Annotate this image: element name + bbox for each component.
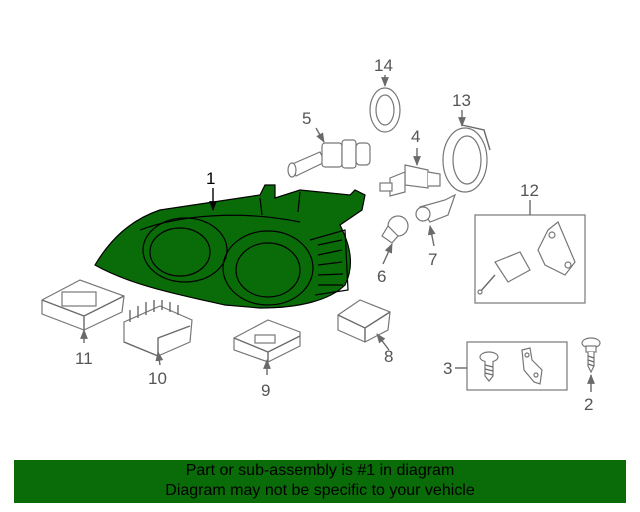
callout-5: 5 bbox=[302, 109, 311, 128]
bulb-socket-7[interactable] bbox=[415, 193, 457, 223]
leveling-motor-12[interactable] bbox=[474, 214, 586, 304]
headlamp-assembly[interactable] bbox=[94, 184, 366, 309]
ballast-housing-11[interactable] bbox=[41, 279, 125, 331]
callout-14: 14 bbox=[374, 56, 393, 75]
bulb-4[interactable] bbox=[379, 164, 441, 197]
leader-lines bbox=[80, 75, 595, 392]
callout-8: 8 bbox=[384, 347, 393, 366]
callout-7: 7 bbox=[428, 250, 437, 269]
screw-2[interactable] bbox=[581, 337, 601, 374]
small-bulb-6[interactable] bbox=[381, 215, 409, 244]
screw-and-bracket-3[interactable] bbox=[466, 341, 568, 391]
callout-12: 12 bbox=[520, 181, 539, 200]
hid-bulb-5[interactable] bbox=[287, 139, 371, 178]
callout-10: 10 bbox=[148, 369, 167, 388]
banner-line-2: Diagram may not be specific to your vehi… bbox=[165, 482, 475, 499]
retaining-ring-13[interactable] bbox=[442, 124, 491, 193]
banner-line-1: Part or sub-assembly is #1 in diagram bbox=[185, 462, 455, 479]
callout-4: 4 bbox=[411, 127, 420, 146]
igniter-10[interactable] bbox=[123, 300, 193, 357]
callout-3: 3 bbox=[443, 359, 452, 378]
callout-1: 1 bbox=[206, 169, 215, 188]
callout-9: 9 bbox=[261, 381, 270, 400]
seal-ring-14[interactable] bbox=[369, 87, 401, 133]
ballast-9[interactable] bbox=[233, 319, 301, 363]
callout-13: 13 bbox=[452, 91, 471, 110]
callout-6: 6 bbox=[377, 267, 386, 286]
control-module-8[interactable] bbox=[337, 299, 391, 343]
group-box-3 bbox=[466, 341, 568, 391]
info-banner: Part or sub-assembly is #1 in diagram Di… bbox=[14, 460, 626, 503]
callout-2: 2 bbox=[584, 395, 593, 414]
callout-11: 11 bbox=[75, 349, 93, 368]
